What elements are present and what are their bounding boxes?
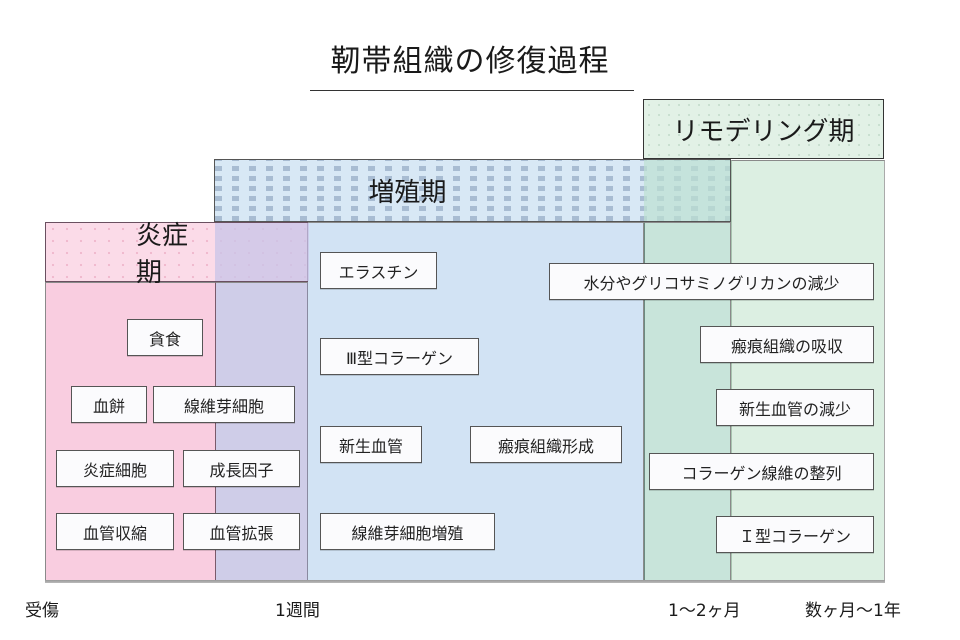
item-phagocytosis: 貪食	[127, 319, 203, 356]
remodeling-phase-label: リモデリング期	[672, 116, 855, 147]
item-scar-absorption: 瘢痕組織の吸収	[700, 326, 874, 363]
item-elastin: エラスチン	[320, 252, 437, 289]
item-vasoconstriction: 血管収縮	[56, 513, 174, 550]
item-collagen-alignment: コラーゲン線維の整列	[649, 453, 874, 490]
timeline-1-2-months: 1～2ヶ月	[668, 601, 741, 621]
proliferation-phase-header: 増殖期	[214, 159, 731, 222]
item-scar-formation: 瘢痕組織形成	[470, 426, 622, 463]
item-fibroblast: 線維芽細胞	[153, 386, 295, 423]
remodeling-phase-region	[731, 160, 885, 582]
timeline-baseline	[45, 580, 885, 583]
item-type1-collagen: Ｉ型コラーゲン	[716, 516, 874, 553]
item-type3-collagen: Ⅲ型コラーゲン	[320, 338, 479, 375]
timeline-injury: 受傷	[25, 601, 59, 621]
overlap-shade	[215, 223, 309, 281]
timeline-months-to-1-year: 数ヶ月～1年	[805, 601, 901, 621]
item-neovascularization: 新生血管	[320, 426, 422, 463]
item-water-gag-reduction: 水分やグリコサミノグリカンの減少	[549, 263, 874, 300]
item-inflammatory-cells: 炎症細胞	[56, 450, 174, 487]
proliferation-phase-label: 増殖期	[368, 178, 447, 208]
item-blood-clot: 血餅	[71, 386, 147, 423]
remodeling-phase-header: リモデリング期	[643, 99, 884, 159]
inflammation-phase-header: 炎症期	[45, 221, 309, 288]
diagram-title: 靭帯組織の修復過程	[330, 44, 610, 79]
overlap-shade	[644, 160, 730, 221]
timeline-1-week: 1週間	[275, 601, 320, 621]
item-growth-factor: 成長因子	[183, 450, 300, 487]
inflammation-phase-label: 炎症期	[136, 221, 189, 288]
title-underline	[310, 90, 634, 91]
item-neovessel-reduction: 新生血管の減少	[716, 389, 874, 426]
item-fibroblast-proliferation: 線維芽細胞増殖	[320, 513, 495, 550]
item-vasodilation: 血管拡張	[183, 513, 300, 550]
